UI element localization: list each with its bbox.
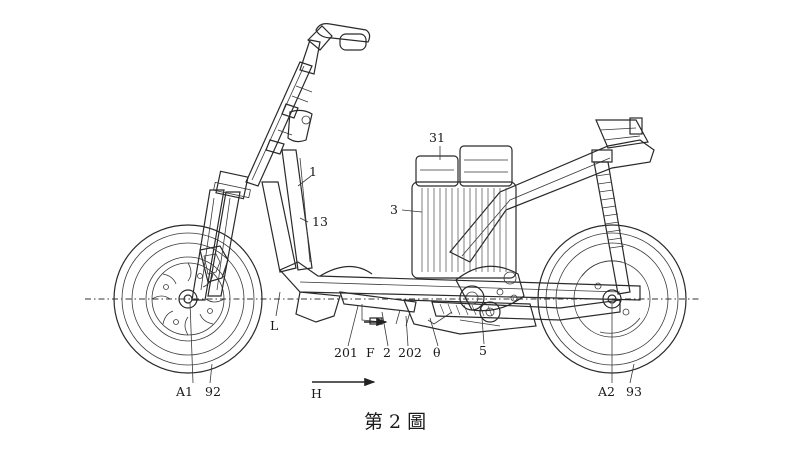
handle-grip (339, 33, 367, 51)
front-wheel (113, 224, 263, 374)
label-angle-theta: θ (433, 345, 441, 360)
handlebar (315, 23, 371, 43)
side-stand-assembly (339, 291, 417, 327)
label-motor-5: 5 (479, 343, 487, 358)
label-rear-wheel-93: 93 (626, 384, 642, 399)
steering-column (245, 23, 371, 187)
label-down-tube-13: 13 (312, 214, 328, 229)
drive-motor (427, 265, 525, 327)
label-direction-h: H (311, 386, 322, 401)
label-stand-2: 2 (383, 345, 391, 360)
label-battery-top-31: 31 (429, 130, 445, 145)
front-brake-disc (145, 256, 231, 342)
label-front-wheel-92: 92 (205, 384, 221, 399)
rear-shock-absorber (591, 149, 631, 295)
battery-pack (411, 145, 517, 279)
figure-caption: 第 2 圖 (364, 411, 426, 433)
swing-arm (403, 299, 537, 335)
label-force-f: F (366, 345, 375, 360)
label-front-axle-a1: A1 (175, 384, 193, 399)
label-rear-axle-a2: A2 (597, 384, 615, 399)
label-battery-3: 3 (390, 202, 398, 217)
label-202: 202 (398, 345, 422, 360)
label-line-l: L (270, 318, 278, 333)
label-201: 201 (334, 345, 358, 360)
front-fork (191, 170, 251, 301)
leader-lines (189, 146, 635, 384)
label-frame-1: 1 (309, 164, 317, 179)
